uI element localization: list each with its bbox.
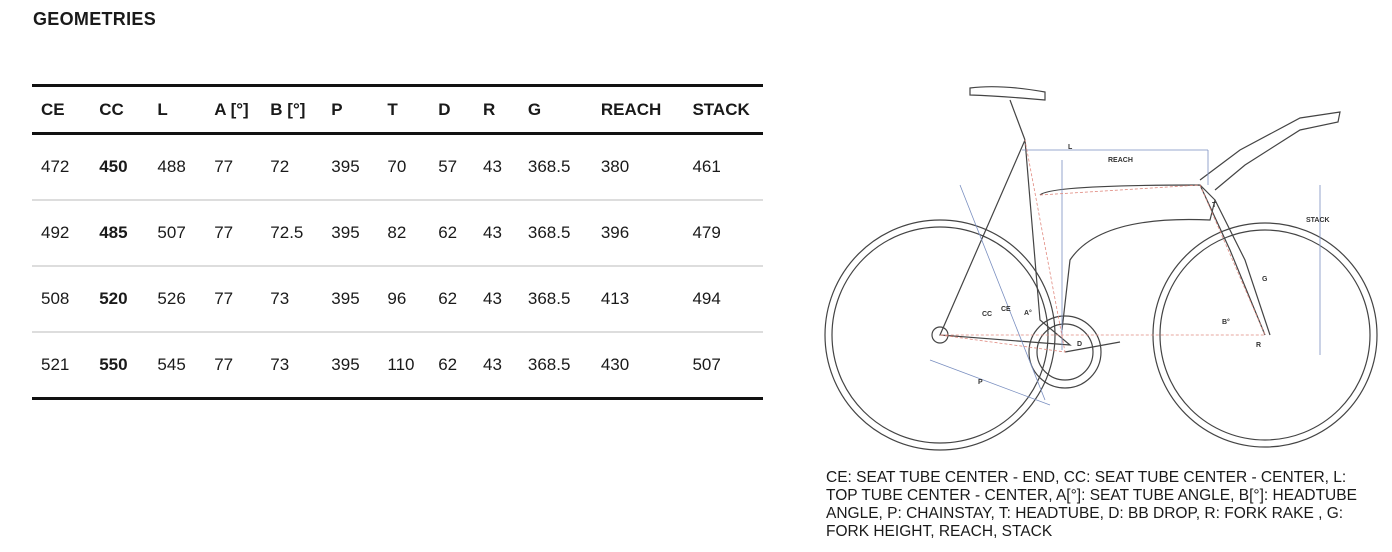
table-cell: 77 <box>214 355 234 374</box>
label-reach: REACH <box>1108 157 1133 164</box>
label-t: T <box>1212 202 1217 209</box>
label-ce: CE <box>1001 306 1011 313</box>
label-d: D <box>1077 341 1082 348</box>
table-cell: 413 <box>600 289 630 308</box>
column-header: B [°] <box>270 99 306 119</box>
table-cell: 368.5 <box>527 157 571 176</box>
table-cell: 461 <box>692 157 721 176</box>
column-header: A [°] <box>214 99 249 119</box>
column-header: CC <box>99 99 124 119</box>
table-cell: 368.5 <box>527 289 571 308</box>
table-cell: 96 <box>387 289 407 308</box>
table-cell: 526 <box>157 289 186 308</box>
bike-geometry-diagram: L REACH STACK T G CC CE A° B° D R P <box>824 86 1378 451</box>
table-cell: 479 <box>692 223 721 242</box>
column-header: REACH <box>600 99 662 119</box>
seat-tube <box>939 139 1072 346</box>
column-header: P <box>331 99 343 119</box>
table-row: 472 450 488 77 72 395 70 57 43 368.5 380 461 <box>32 134 763 200</box>
label-stack: STACK <box>1306 217 1330 224</box>
table-cell: 472 <box>41 157 70 176</box>
table-cell: 43 <box>483 355 502 374</box>
table-row: 492 485 507 77 72.5 395 82 62 43 368.5 396 479 <box>32 200 763 266</box>
table-cell: 485 <box>99 223 128 242</box>
table-cell: 43 <box>483 157 502 176</box>
table-cell: 508 <box>41 289 70 308</box>
table-cell: 545 <box>157 355 186 374</box>
table-cell: 57 <box>438 157 458 176</box>
table-cell: 73 <box>270 355 290 374</box>
table-cell: 72.5 <box>270 223 304 242</box>
table-cell: 521 <box>41 355 70 374</box>
table-cell: 62 <box>438 355 458 374</box>
table-cell: 62 <box>438 289 458 308</box>
table-header-row: CE CC L A [°] B [°] P T D R G REACH STACK <box>32 85 763 134</box>
table-cell: 430 <box>600 355 630 374</box>
table-cell: 368.5 <box>527 355 571 374</box>
table-cell: 70 <box>387 157 407 176</box>
rear-wheel <box>824 219 1056 451</box>
column-header: CE <box>41 99 65 119</box>
fork <box>1199 184 1271 336</box>
label-r: R <box>1256 342 1261 349</box>
table-cell: 368.5 <box>527 223 571 242</box>
table-cell: 492 <box>41 223 70 242</box>
label-g: G <box>1262 276 1268 283</box>
table-cell: 494 <box>692 289 721 308</box>
table-cell: 62 <box>438 223 458 242</box>
label-a: A° <box>1024 309 1032 317</box>
geometry-table: CE CC L A [°] B [°] P T D R G REACH STACK 472 450 488… <box>32 84 763 400</box>
table-cell: 77 <box>214 289 234 308</box>
table-cell: 507 <box>692 355 721 374</box>
table-cell: 73 <box>270 289 290 308</box>
column-header: STACK <box>692 99 750 119</box>
column-header: T <box>387 99 398 119</box>
table-cell: 395 <box>331 157 360 176</box>
table-cell: 77 <box>214 157 234 176</box>
column-header: R <box>483 99 496 119</box>
table-row: 508 520 526 77 73 395 96 62 43 368.5 413 494 <box>32 266 763 332</box>
table-cell: 395 <box>331 289 360 308</box>
table-cell: 77 <box>214 223 234 242</box>
saddle <box>969 86 1046 101</box>
label-l: L <box>1068 144 1073 151</box>
down-tube <box>1039 184 1216 331</box>
label-p: P <box>978 379 983 386</box>
aerobar <box>1199 111 1341 191</box>
table-cell: 110 <box>387 355 415 374</box>
table-cell: 507 <box>157 223 186 242</box>
table-row: 521 550 545 77 73 395 110 62 43 368.5 430 507 <box>32 332 763 399</box>
column-header: G <box>527 99 542 119</box>
table-cell: 395 <box>331 223 360 242</box>
label-cc: CC <box>982 311 992 318</box>
abbreviation-legend: CE: SEAT TUBE CENTER - END, CC: SEAT TUB… <box>826 469 1357 540</box>
table-cell: 43 <box>483 223 502 242</box>
table-cell: 72 <box>270 157 290 176</box>
table-cell: 550 <box>99 355 128 374</box>
column-header: D <box>438 99 451 119</box>
table-cell: 82 <box>387 223 407 242</box>
table-cell: 43 <box>483 289 502 308</box>
page-title: GEOMETRIES <box>33 9 157 29</box>
column-header: L <box>157 99 168 119</box>
table-cell: 396 <box>600 223 630 242</box>
chainring <box>1028 315 1102 389</box>
table-cell: 380 <box>600 157 630 176</box>
label-b: B° <box>1222 318 1230 326</box>
table-cell: 488 <box>157 157 186 176</box>
table-cell: 395 <box>331 355 360 374</box>
table-cell: 450 <box>99 157 128 176</box>
table-cell: 520 <box>99 289 128 308</box>
